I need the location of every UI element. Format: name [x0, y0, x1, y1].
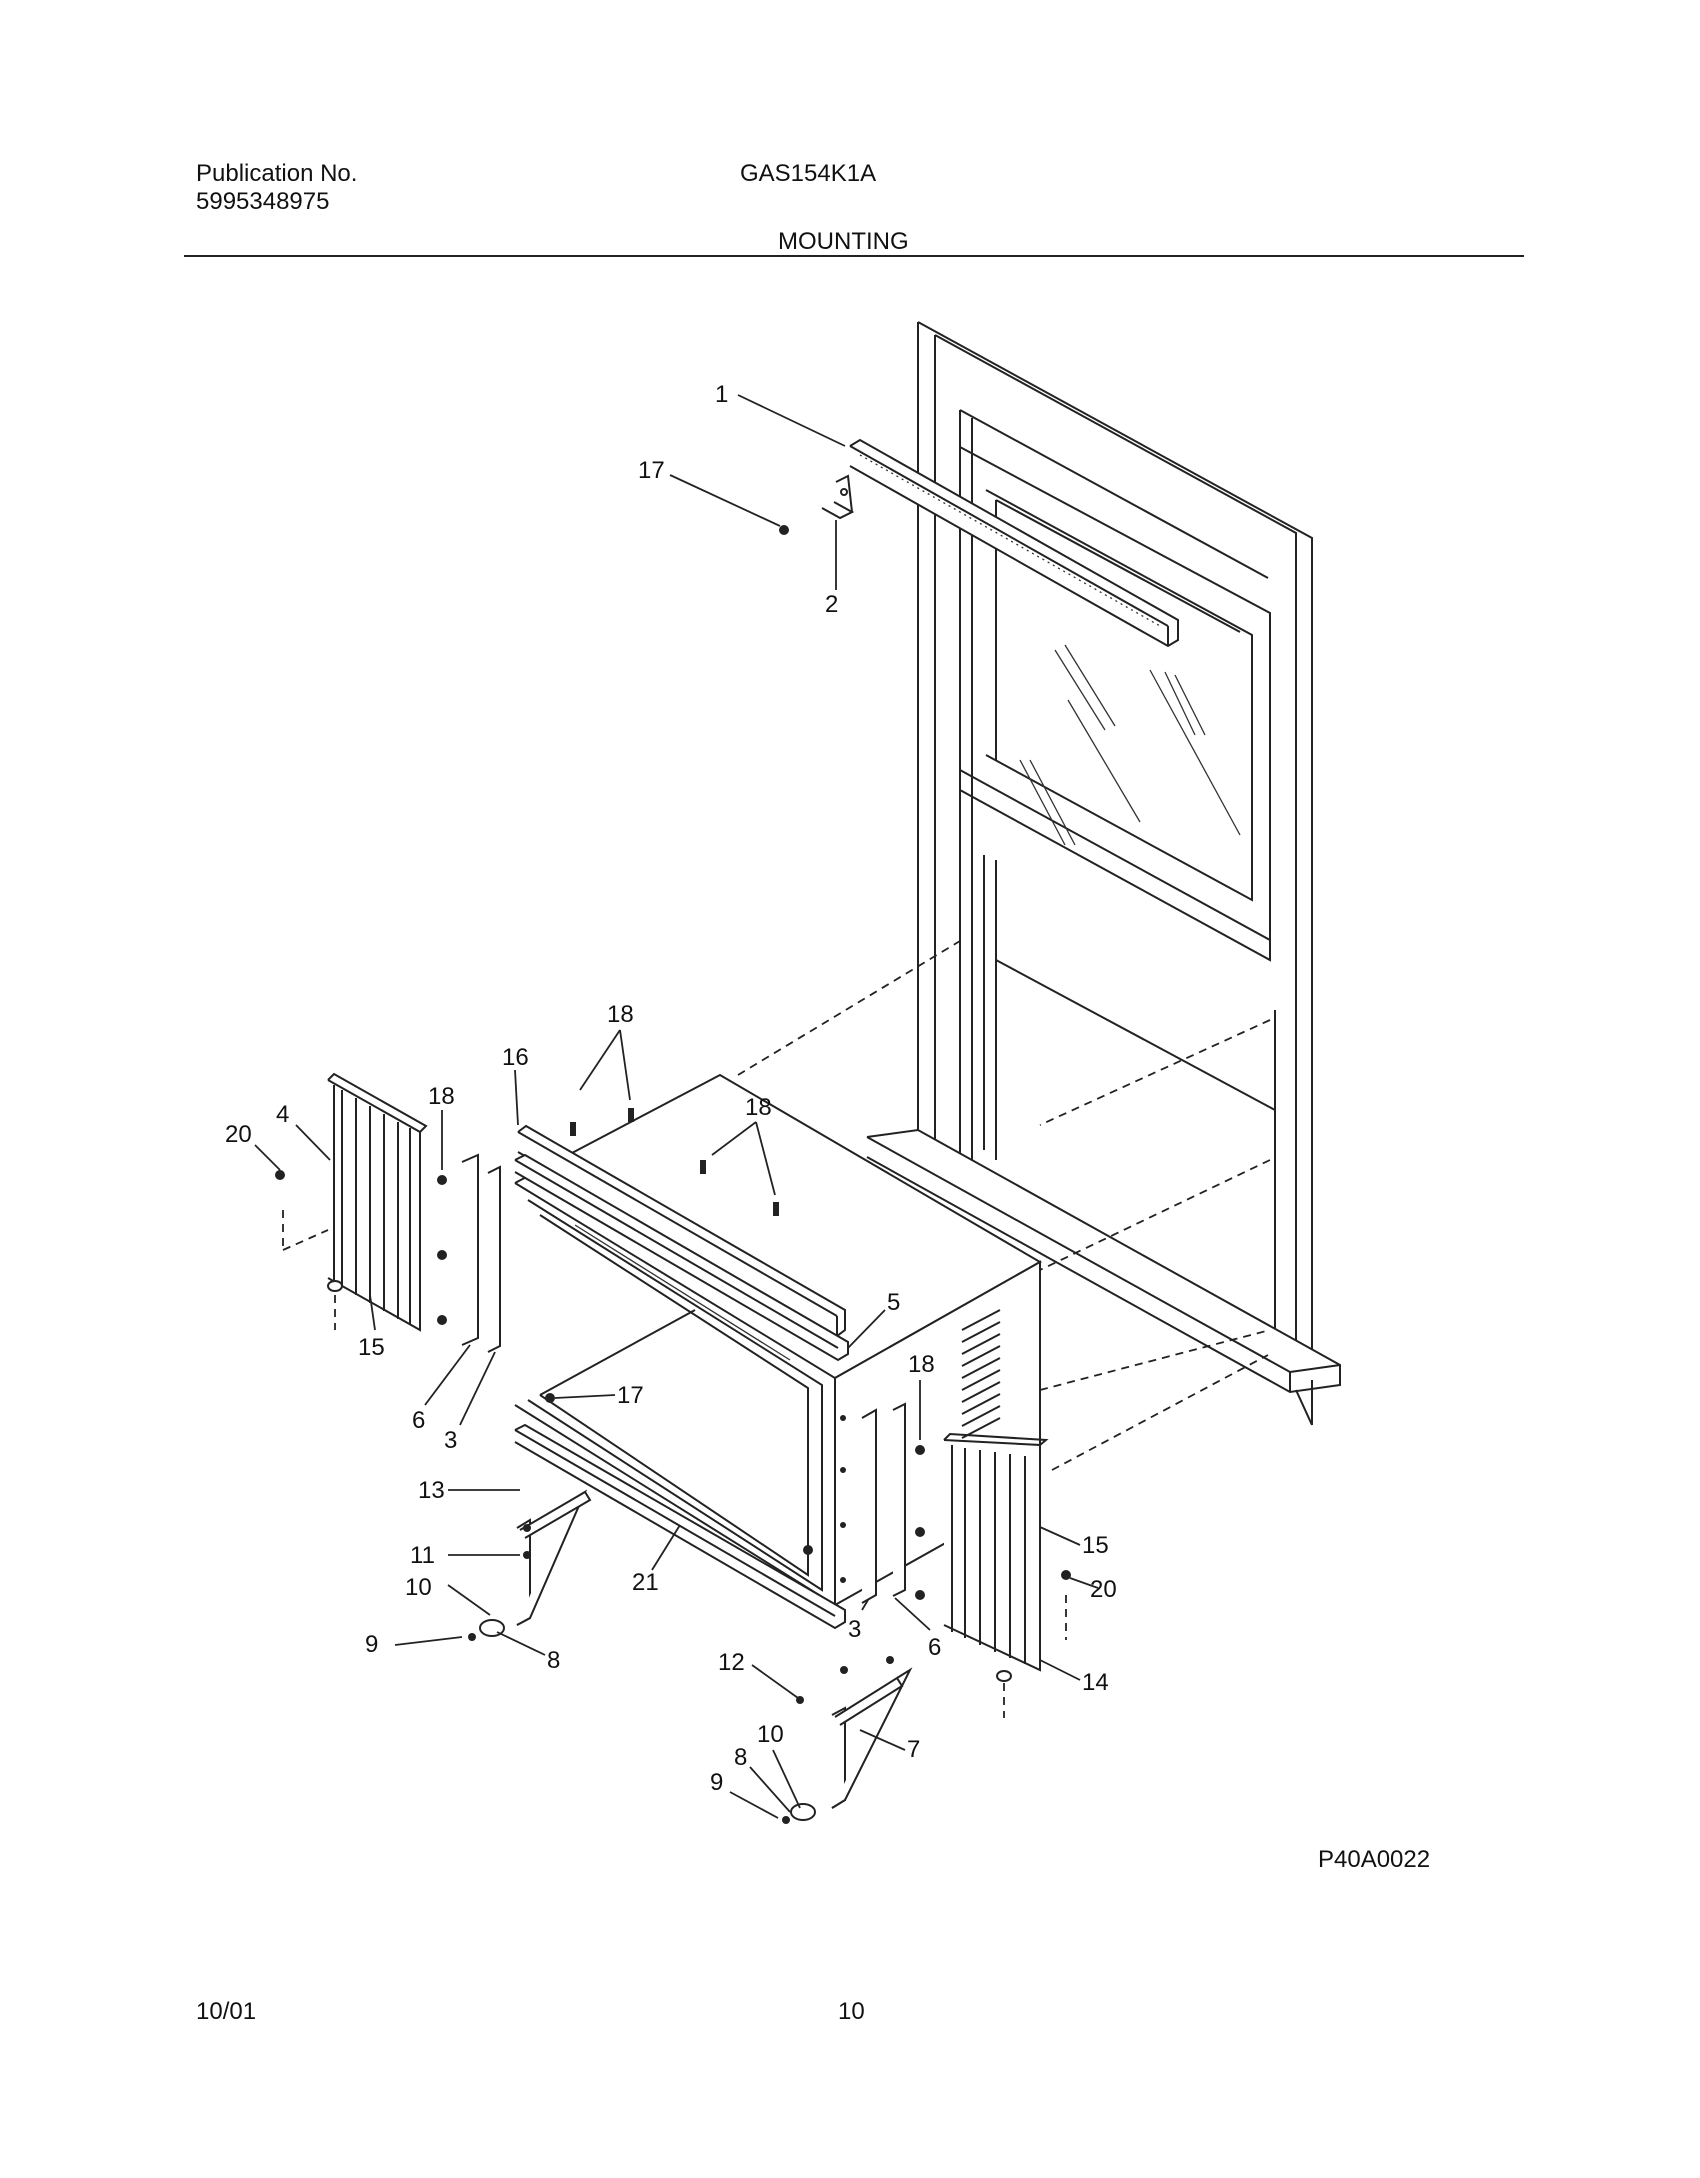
callout-2: 2 — [825, 591, 838, 618]
callout-11: 11 — [410, 1542, 435, 1569]
left-support-bracket — [479, 1489, 592, 1637]
callout-10: 10 — [757, 1721, 784, 1748]
publication-label: Publication No. — [196, 160, 358, 187]
screws — [275, 525, 1071, 1824]
page-number: 10 — [838, 1998, 865, 2025]
right-support-bracket — [790, 1667, 913, 1821]
callout-13: 13 — [418, 1477, 445, 1504]
callout-18: 18 — [745, 1094, 772, 1121]
callout-1: 1 — [715, 381, 728, 408]
callout-12: 12 — [718, 1649, 745, 1676]
callout-17: 17 — [617, 1382, 644, 1409]
callout-7: 7 — [907, 1736, 920, 1763]
callout-9: 9 — [365, 1631, 378, 1658]
callout-15: 15 — [1082, 1532, 1109, 1559]
callout-8: 8 — [734, 1744, 747, 1771]
publication-number: 5995348975 — [196, 188, 330, 215]
right-foam-strips — [861, 1402, 906, 1604]
callout-20: 20 — [1090, 1576, 1117, 1603]
callout-18: 18 — [428, 1083, 455, 1110]
projection-lines — [737, 937, 1271, 1471]
callout-21: 21 — [632, 1569, 659, 1596]
left-accordion-panel — [282, 1072, 428, 1332]
callout-3: 3 — [444, 1427, 457, 1454]
callout-4: 4 — [276, 1101, 289, 1128]
callout-8: 8 — [547, 1647, 560, 1674]
right-accordion-panel — [943, 1432, 1067, 1718]
callout-16: 16 — [502, 1044, 529, 1071]
drawing-code: P40A0022 — [1318, 1846, 1431, 1873]
window-frame — [866, 321, 1341, 1426]
top-rail-part — [849, 438, 1179, 648]
section-title: MOUNTING — [778, 228, 909, 255]
callout-15: 15 — [358, 1334, 385, 1361]
model-number: GAS154K1A — [740, 160, 877, 187]
callout-18: 18 — [908, 1351, 935, 1378]
mounting-bracket-part — [821, 474, 855, 520]
leader-lines — [254, 394, 1099, 1819]
callout-3: 3 — [848, 1616, 861, 1643]
callout-10: 10 — [405, 1574, 432, 1601]
footer-date: 10/01 — [196, 1998, 257, 2025]
callout-20: 20 — [225, 1121, 252, 1148]
part-callouts: 1 2 17 4 20 18 16 18 18 15 6 3 5 17 18 1… — [225, 381, 1117, 1796]
callout-6: 6 — [412, 1407, 425, 1434]
header-rule — [184, 255, 1524, 257]
callout-5: 5 — [887, 1289, 900, 1316]
callout-17: 17 — [638, 457, 665, 484]
callout-18: 18 — [607, 1001, 634, 1028]
cabinet-sleeve — [514, 1073, 1043, 1607]
left-foam-strips — [461, 1153, 501, 1353]
callout-14: 14 — [1082, 1669, 1109, 1696]
side-louvers — [961, 1309, 1001, 1439]
callout-9: 9 — [710, 1769, 723, 1796]
callout-6: 6 — [928, 1634, 941, 1661]
